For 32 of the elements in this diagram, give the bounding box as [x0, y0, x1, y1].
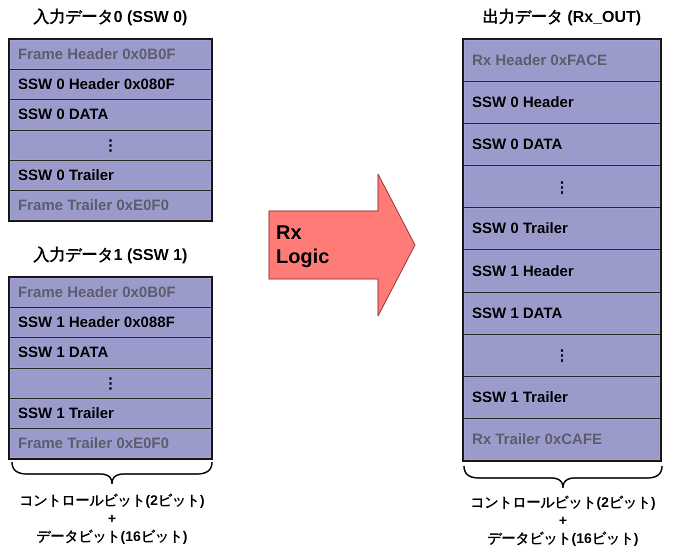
table-heading: 出力データ (Rx_OUT): [482, 8, 642, 28]
table-row: Frame Header 0x0B0F: [10, 40, 211, 70]
table-row: SSW 1 DATA: [10, 337, 211, 368]
table-heading: 入力データ1 (SSW 1): [32, 245, 188, 266]
ellipsis-row: ⋮: [464, 165, 660, 208]
bit-note: +: [106, 510, 118, 526]
bit-note: データビット(16ビット): [36, 528, 188, 546]
table-row: SSW 1 DATA: [464, 292, 660, 334]
table-row: Rx Trailer 0xCAFE: [464, 418, 660, 460]
bit-note: コントロールビット(2ビット): [18, 492, 206, 510]
table-row: SSW 0 Trailer: [10, 160, 211, 190]
ellipsis-row: ⋮: [464, 334, 660, 376]
bit-note: コントロールビット(2ビット): [469, 494, 657, 512]
ellipsis-row: ⋮: [10, 368, 211, 398]
table-row: SSW 0 DATA: [464, 123, 660, 166]
table-row: Frame Trailer 0xE0F0: [10, 428, 211, 458]
arrow-label: Rx Logic: [276, 221, 330, 269]
table-row: SSW 0 DATA: [10, 99, 211, 130]
ellipsis-row: ⋮: [10, 130, 211, 160]
table-heading: 入力データ0 (SSW 0): [32, 7, 188, 28]
table-row: SSW 0 Header 0x080F: [10, 69, 211, 100]
table-row: SSW 1 Header 0x088F: [10, 307, 211, 338]
table-row: SSW 0 Header: [464, 81, 660, 124]
table-row: SSW 1 Trailer: [10, 398, 211, 428]
table-row: Rx Header 0xFACE: [464, 40, 660, 82]
table-row: SSW 1 Header: [464, 249, 660, 292]
bit-note: データビット(16ビット): [486, 530, 640, 548]
table-row: Frame Trailer 0xE0F0: [10, 190, 211, 220]
bit-note: +: [558, 512, 568, 528]
table-row: SSW 1 Trailer: [464, 376, 660, 418]
table-row: SSW 0 Trailer: [464, 207, 660, 250]
table-row: Frame Header 0x0B0F: [10, 278, 211, 308]
